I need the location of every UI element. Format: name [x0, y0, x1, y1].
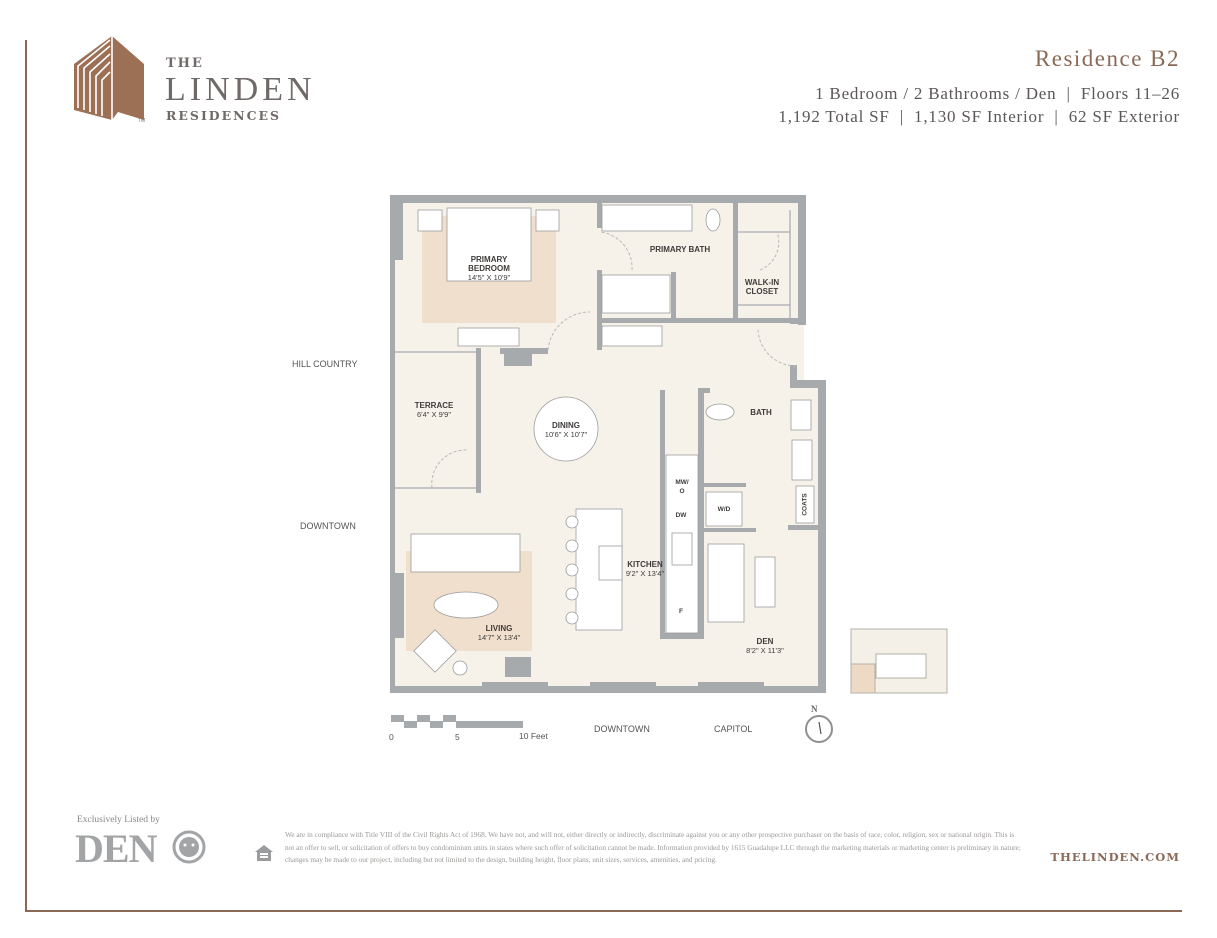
residence-title: Residence B2 — [1034, 46, 1180, 71]
listed-by-label: Exclusively Listed by — [77, 815, 160, 825]
bathtub — [601, 274, 671, 314]
scale-bar — [391, 715, 523, 728]
page-border-bottom — [25, 910, 1182, 912]
sofa — [410, 533, 521, 573]
direction-hill-country: HILL COUNTRY — [292, 359, 358, 369]
room-dims: 6'4" X 9'9" — [416, 410, 452, 419]
room-walk-in-closet: WALK-IN CLOSET — [745, 278, 779, 296]
room-name: DINING — [551, 421, 580, 430]
vanity — [601, 204, 693, 232]
legal-disclaimer: We are in compliance with Title VIII of … — [285, 830, 1021, 864]
room-name: DEN — [756, 637, 774, 646]
bed — [446, 207, 532, 282]
linden-logo-icon: TM — [74, 36, 145, 124]
lion-seal-icon — [172, 830, 206, 864]
room-name: LIVING — [485, 624, 513, 633]
fixture-microwave-oven: MW/ O — [675, 479, 689, 495]
room-dims: 14'7" X 13'4" — [477, 633, 521, 642]
room-name: PRIMARY BATH — [649, 245, 711, 254]
room-dims: 9'2" X 13'4" — [625, 569, 665, 578]
room-name: PRIMARY BEDROOM — [468, 255, 510, 273]
broker-logo: DEN — [75, 826, 157, 871]
room-name: TERRACE — [414, 401, 454, 410]
room-dims: 14'5" X 10'9" — [467, 273, 511, 282]
direction-downtown-west: DOWNTOWN — [300, 521, 356, 531]
room-primary-bath: PRIMARY BATH — [650, 245, 710, 254]
compass-icon — [805, 715, 833, 743]
room-dims: 10'6" X 10'7" — [544, 430, 588, 439]
fixture-washer-dryer: W/D — [717, 506, 731, 513]
walls — [390, 195, 826, 693]
fixture-dishwasher: DW — [675, 512, 687, 519]
website-link[interactable]: THELINDEN.COM — [1050, 850, 1180, 864]
key-plan — [850, 628, 948, 694]
scale-label-10: 10 Feet — [519, 731, 548, 741]
scale-label-0: 0 — [389, 732, 394, 742]
room-name: KITCHEN — [627, 560, 663, 569]
residence-layout: 1 Bedroom / 2 Bathrooms / Den | Floors 1… — [815, 84, 1180, 103]
page-border-left — [25, 40, 27, 912]
logo-text-residences: RESIDENCES — [166, 108, 282, 123]
logo-text-the: THE — [166, 56, 204, 71]
direction-capitol: CAPITOL — [714, 724, 753, 734]
equal-housing-icon — [255, 845, 273, 861]
direction-downtown-south: DOWNTOWN — [594, 724, 650, 734]
scale-label-5: 5 — [455, 732, 460, 742]
fixture-coats: COATS — [801, 493, 809, 516]
logo-text-linden: LINDEN — [165, 71, 316, 108]
room-bath: BATH — [750, 408, 772, 417]
room-name: BATH — [750, 408, 772, 417]
dining-table — [533, 396, 599, 462]
fixture-fridge: F — [679, 608, 683, 615]
coffee-table — [433, 591, 499, 619]
room-name: WALK-IN CLOSET — [744, 278, 780, 296]
room-dims: 8'2" X 11'3" — [746, 646, 784, 655]
residence-areas: 1,192 Total SF | 1,130 SF Interior | 62 … — [778, 107, 1180, 126]
compass-north-label: N — [811, 704, 818, 714]
den-sofa — [707, 543, 745, 623]
svg-text:TM: TM — [138, 118, 145, 124]
